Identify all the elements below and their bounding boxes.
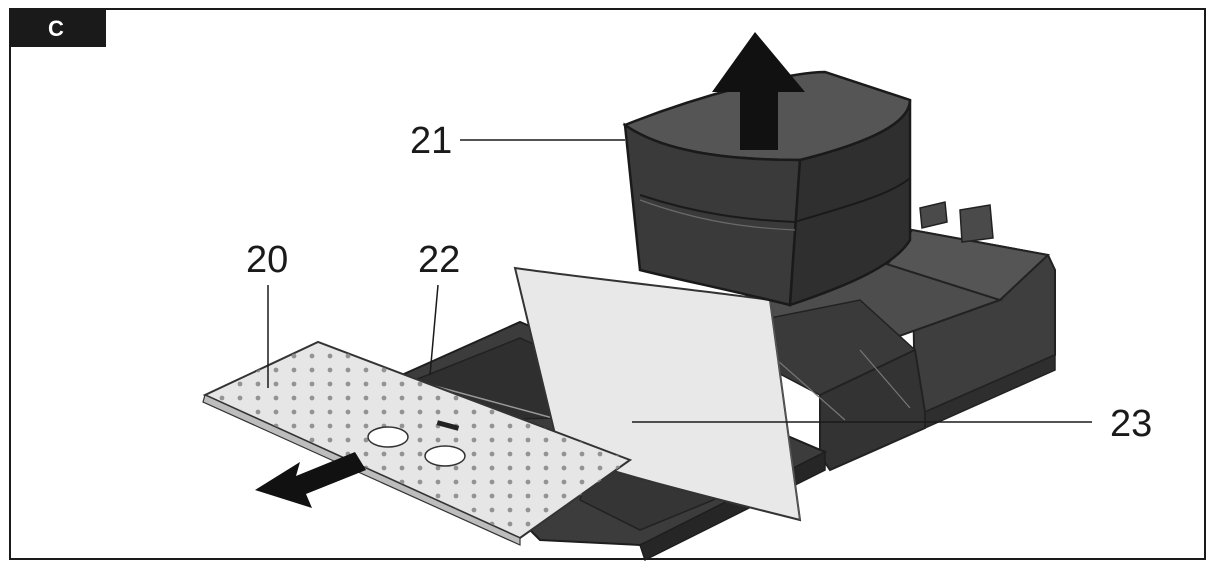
callout-21: 21 (410, 120, 452, 162)
callout-22: 22 (418, 239, 460, 281)
panel-badge-label: C (48, 16, 64, 41)
callout-23: 23 (1110, 403, 1152, 445)
panel-badge: C (10, 9, 106, 47)
up-arrow-icon (712, 32, 805, 150)
callout-22-leader (429, 284, 439, 376)
callout-20: 20 (246, 239, 288, 281)
pull-out-arrow-icon (255, 452, 366, 508)
